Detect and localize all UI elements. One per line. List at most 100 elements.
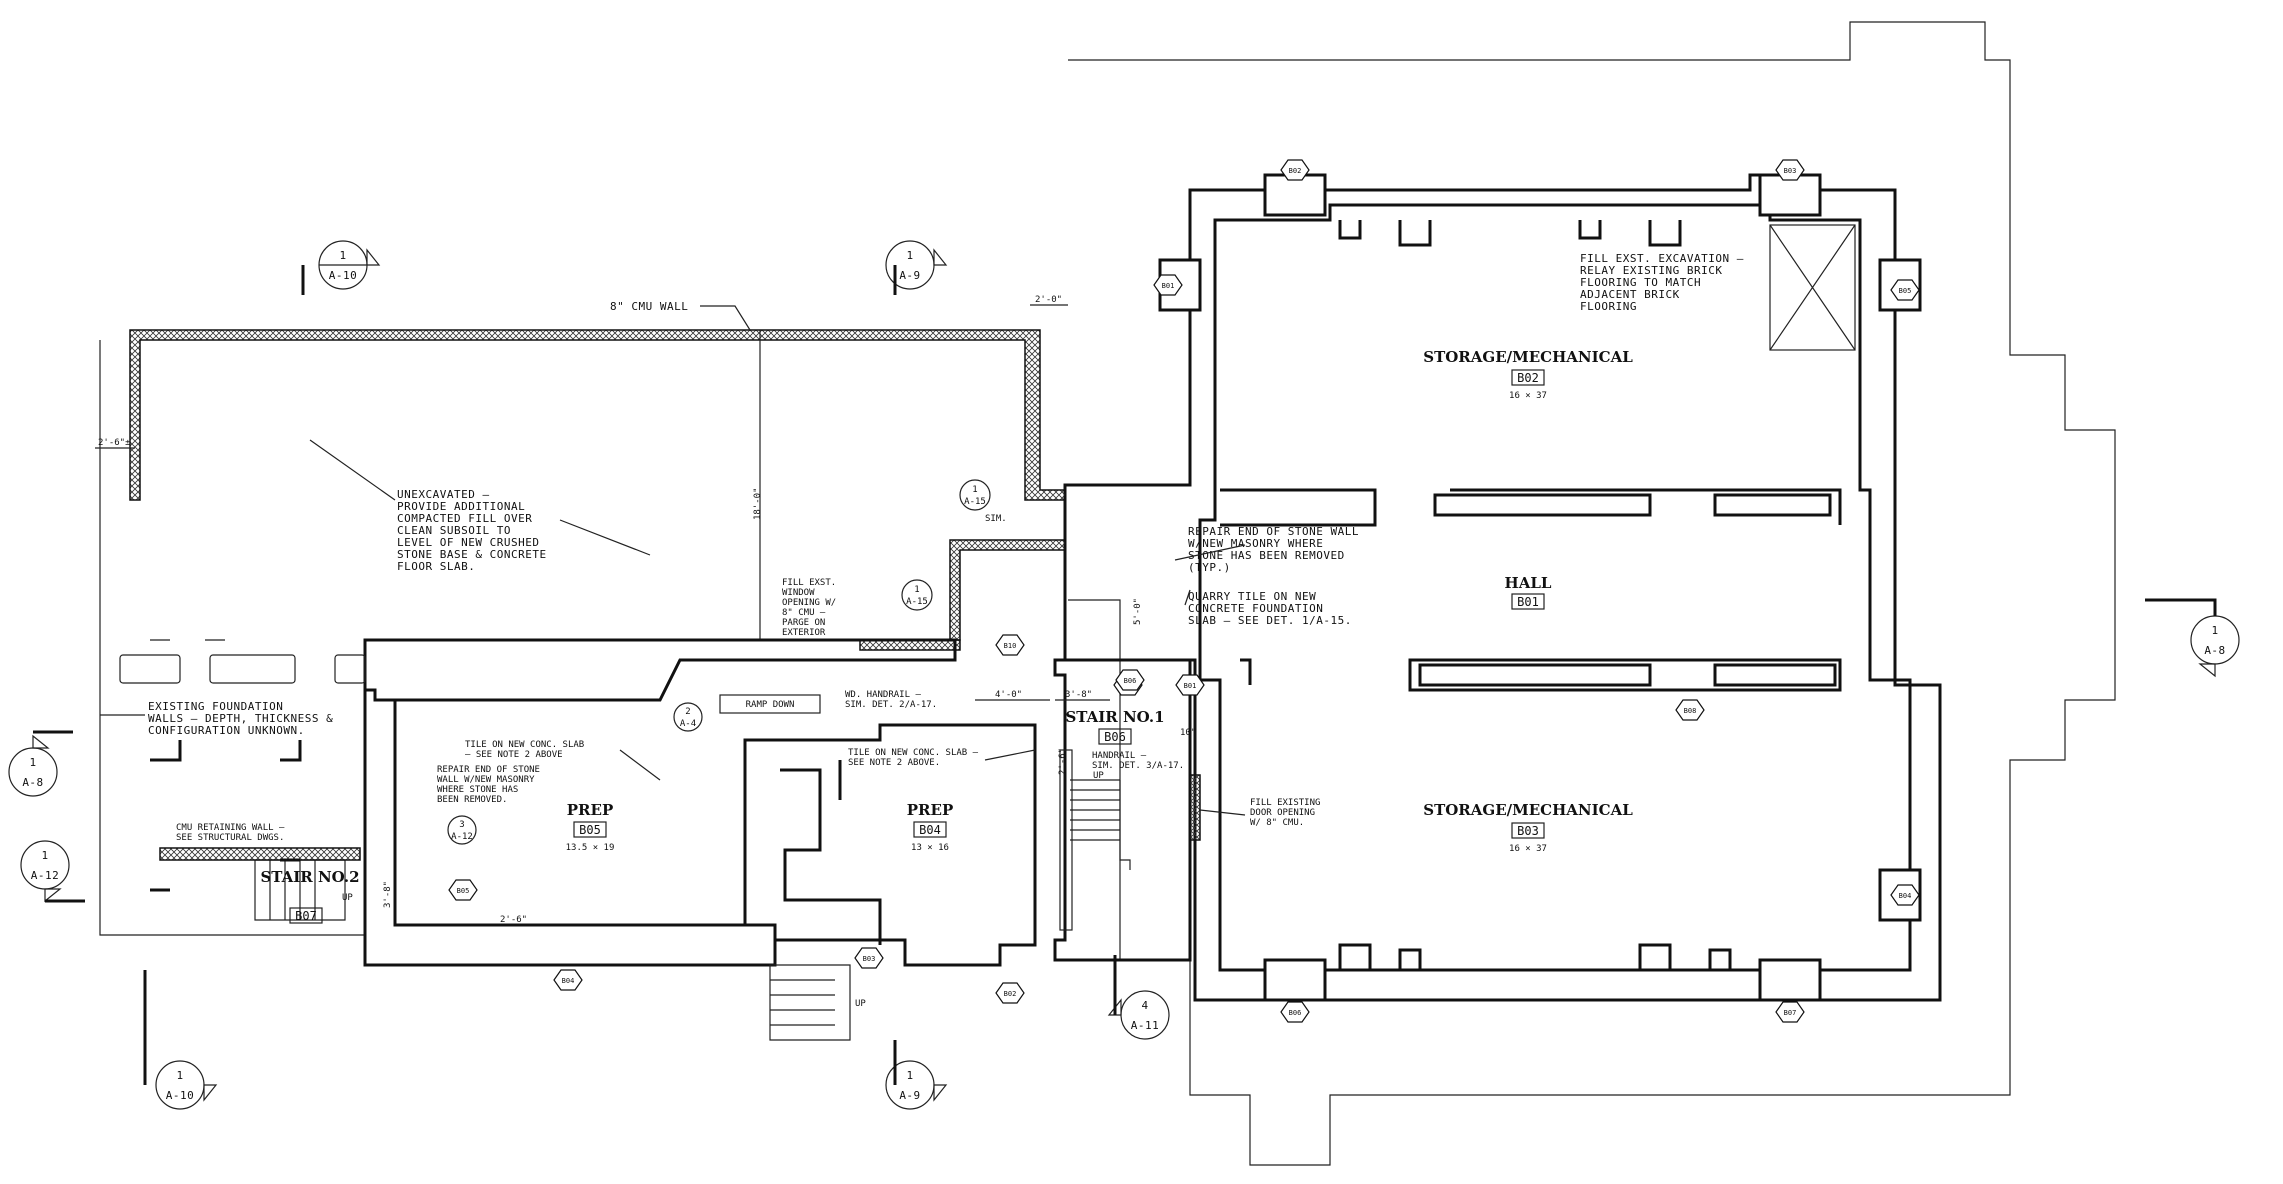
svg-text:HALL: HALL	[1505, 574, 1552, 592]
svg-text:2'-6"±: 2'-6"±	[98, 438, 131, 448]
note-handrail-2: HANDRAIL —SIM. DET. 3/A-17.	[1092, 751, 1184, 771]
svg-text:16 × 37: 16 × 37	[1509, 391, 1547, 401]
door-tag[interactable]: B05	[448, 879, 478, 901]
leader-lines	[100, 439, 1246, 816]
svg-text:STAIR NO.2: STAIR NO.2	[260, 868, 359, 886]
svg-text:B03: B03	[1517, 824, 1539, 838]
svg-text:2'-0": 2'-0"	[1035, 295, 1062, 305]
svg-text:1: 1	[29, 756, 36, 769]
section-marker-left-a8[interactable]: 1 A-8	[8, 730, 73, 797]
detail-tag-a15[interactable]: 1 A-15	[901, 579, 933, 611]
svg-text:1: 1	[41, 849, 48, 862]
room-hall[interactable]: HALL B01	[1505, 574, 1552, 610]
door-tag[interactable]: B01	[1175, 674, 1205, 696]
detail-tag-a15-sim[interactable]: 1 A-15 SIM.	[959, 479, 1007, 524]
note-line: WHERE STONE HAS	[437, 785, 518, 795]
door-tag[interactable]: B04	[553, 969, 583, 991]
note-line: WALLS — DEPTH, THICKNESS &	[148, 712, 333, 725]
label-ramp-down: RAMP DOWN	[719, 694, 821, 714]
note-line: DOOR OPENING	[1250, 808, 1315, 818]
svg-text:B06: B06	[1104, 730, 1126, 744]
door-tag[interactable]: B08	[1675, 699, 1705, 721]
note-line: HANDRAIL —	[1092, 751, 1147, 761]
svg-text:A-12: A-12	[31, 869, 60, 882]
note-line: TILE ON NEW CONC. SLAB —	[848, 748, 979, 758]
door-tag-label: B10	[1004, 642, 1017, 650]
note-line: QUARRY TILE ON NEW	[1188, 590, 1316, 603]
svg-text:2'-6": 2'-6"	[1058, 748, 1068, 775]
section-marker-bottom-mid[interactable]: 1 A-9	[885, 1040, 948, 1110]
detail-tag-a12[interactable]: 3 A-12	[447, 815, 477, 845]
note-line: PARGE ON	[782, 618, 825, 628]
note-line: STONE HAS BEEN REMOVED	[1188, 549, 1345, 562]
section-marker-bottom-left[interactable]: 1 A-10	[143, 970, 218, 1110]
note-line: SIM. DET. 2/A-17.	[845, 700, 937, 710]
svg-text:3'-8": 3'-8"	[383, 881, 393, 908]
note-unexcavated: UNEXCAVATED —PROVIDE ADDITIONALCOMPACTED…	[397, 488, 546, 573]
svg-text:A-8: A-8	[2204, 644, 2225, 657]
svg-text:A-9: A-9	[899, 269, 920, 282]
door-tag-label: B03	[863, 955, 876, 963]
note-line: CMU RETAINING WALL —	[176, 823, 285, 833]
door-tags: B02B03B01B05B04B06B07B08B09B10B05B04B03B…	[448, 159, 1920, 1023]
svg-text:13.5 × 19: 13.5 × 19	[566, 843, 615, 853]
note-tile-2: TILE ON NEW CONC. SLAB— SEE NOTE 2 ABOVE	[465, 740, 584, 760]
door-tag[interactable]: B06	[1280, 1001, 1310, 1023]
section-marker-stair-a11[interactable]: 4 A-11	[1107, 955, 1170, 1040]
door-tag[interactable]: B02	[995, 982, 1025, 1004]
door-tag-label: B05	[1899, 287, 1912, 295]
door-tag-label: B04	[562, 977, 575, 985]
svg-text:UP: UP	[342, 893, 353, 903]
room-stair-no2[interactable]: STAIR NO.2 B07	[260, 868, 360, 924]
section-marker-left-a12[interactable]: 1 A-12	[20, 840, 85, 903]
note-line: REPAIR END OF STONE	[437, 765, 540, 775]
note-tile-3: TILE ON NEW CONC. SLAB —SEE NOTE 2 ABOVE…	[848, 748, 979, 768]
room-storage-top[interactable]: STORAGE/MECHANICAL B02 16 × 37	[1423, 348, 1633, 401]
door-tag[interactable]: B06	[1115, 669, 1145, 691]
door-tag[interactable]: B03	[1775, 159, 1805, 181]
room-prep-b05[interactable]: PREP B05 13.5 × 19	[566, 801, 615, 853]
room-prep-b04[interactable]: PREP B04 13 × 16	[907, 801, 953, 853]
note-line: ADJACENT BRICK	[1580, 288, 1680, 301]
door-tag[interactable]: B03	[854, 947, 884, 969]
svg-text:1: 1	[176, 1069, 183, 1082]
note-line: SIM. DET. 3/A-17.	[1092, 761, 1184, 771]
door-tag[interactable]: B07	[1775, 1001, 1805, 1023]
note-line: RELAY EXISTING BRICK	[1580, 264, 1722, 277]
section-marker-right-a8[interactable]: 1 A-8	[2145, 598, 2240, 678]
svg-text:STAIR NO.1: STAIR NO.1	[1065, 708, 1164, 726]
detail-tag-a4[interactable]: 2 A-4	[673, 702, 703, 732]
cmu-addition-walls	[99, 329, 1066, 936]
note-line: CLEAN SUBSOIL TO	[397, 524, 511, 537]
note-line: SEE NOTE 2 ABOVE.	[848, 758, 940, 768]
door-tag[interactable]: B01	[1153, 274, 1183, 296]
svg-text:RAMP DOWN: RAMP DOWN	[746, 700, 795, 710]
room-stair-no1[interactable]: STAIR NO.1 B06	[1065, 708, 1165, 745]
up-labels: UP UP UP	[342, 771, 1104, 1009]
svg-text:3: 3	[459, 820, 464, 830]
svg-text:1: 1	[906, 1069, 913, 1082]
svg-text:UP: UP	[855, 999, 866, 1009]
section-marker-top-mid[interactable]: 1 A-9	[885, 240, 948, 295]
svg-text:B07: B07	[295, 909, 317, 923]
note-line: FLOORING TO MATCH	[1580, 276, 1701, 289]
note-line: FLOOR SLAB.	[397, 560, 475, 573]
door-tag[interactable]: B10	[995, 634, 1025, 656]
room-storage-bottom[interactable]: STORAGE/MECHANICAL B03 16 × 37	[1423, 801, 1633, 854]
note-line: PROVIDE ADDITIONAL	[397, 500, 525, 513]
svg-text:16 × 37: 16 × 37	[1509, 844, 1547, 854]
svg-text:2: 2	[685, 707, 690, 717]
svg-text:B04: B04	[919, 823, 941, 837]
door-tag[interactable]: B02	[1280, 159, 1310, 181]
svg-text:1: 1	[914, 585, 919, 595]
door-tag[interactable]: B04	[1890, 884, 1920, 906]
svg-text:A-11: A-11	[1131, 1019, 1160, 1032]
svg-text:5'-0": 5'-0"	[1133, 598, 1143, 625]
door-tag[interactable]: B05	[1890, 279, 1920, 301]
note-line: SEE STRUCTURAL DWGS.	[176, 833, 284, 843]
svg-text:A-12: A-12	[451, 832, 473, 842]
svg-text:B05: B05	[579, 823, 601, 837]
section-marker-top-left[interactable]: 1 A-10	[301, 240, 381, 295]
site-outline	[1068, 21, 2116, 1166]
